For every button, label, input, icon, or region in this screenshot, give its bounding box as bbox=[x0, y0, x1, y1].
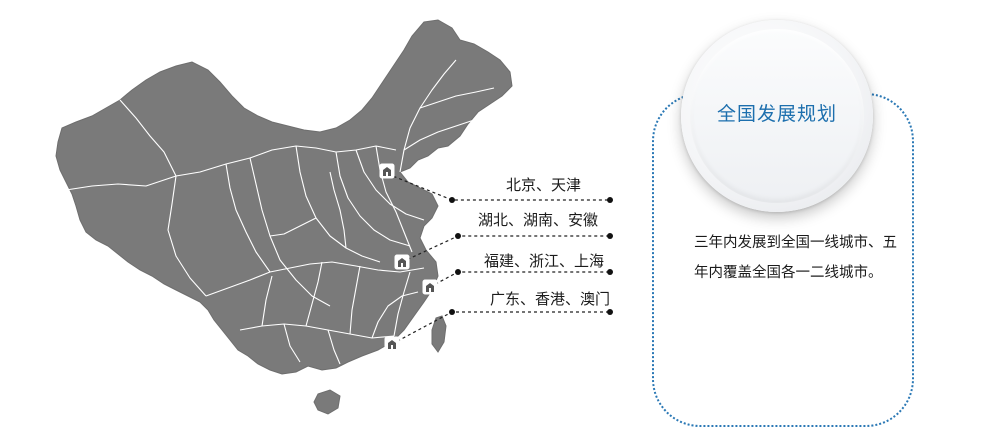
region-label-guangdong-hongkong-macau: 广东、香港、澳门 bbox=[490, 290, 611, 308]
leader-line-1 bbox=[387, 173, 610, 201]
region-label-hubei-hunan-anhui: 湖北、湖南、安徽 bbox=[478, 211, 599, 229]
leader-dot-left-1 bbox=[449, 197, 455, 203]
building-marker-icon bbox=[379, 163, 395, 179]
plan-description: 三年内发展到全国一线城市、五年内覆盖全国各一二线城市。 bbox=[694, 235, 897, 281]
building-marker-icon bbox=[422, 279, 438, 295]
region-label-beijing-tianjin: 北京、天津 bbox=[506, 176, 582, 194]
taiwan-island-shape bbox=[431, 315, 447, 353]
leader-dot-left-3 bbox=[455, 269, 461, 275]
leader-dot-right-2 bbox=[607, 233, 613, 239]
building-marker-icon bbox=[384, 336, 400, 352]
plan-title: 全国发展规划 bbox=[716, 103, 837, 125]
leader-dot-left-2 bbox=[455, 233, 461, 239]
china-mainland-shape bbox=[55, 19, 513, 375]
region-label-fujian-zhejiang-shanghai: 福建、浙江、上海 bbox=[484, 252, 605, 270]
leader-dot-left-4 bbox=[449, 309, 455, 315]
city-markers bbox=[379, 163, 438, 352]
hainan-island-shape bbox=[313, 389, 341, 415]
leader-line-4 bbox=[391, 311, 610, 345]
plan-title-badge-inner: 全国发展规划 bbox=[690, 29, 864, 203]
leader-dot-right-3 bbox=[607, 269, 613, 275]
leader-dot-right-4 bbox=[607, 309, 613, 315]
plan-title-badge: 全国发展规划 bbox=[681, 20, 873, 212]
building-marker-icon bbox=[394, 254, 410, 270]
leader-dots bbox=[449, 197, 613, 315]
province-borders bbox=[65, 59, 495, 365]
leader-dot-right-1 bbox=[607, 197, 613, 203]
